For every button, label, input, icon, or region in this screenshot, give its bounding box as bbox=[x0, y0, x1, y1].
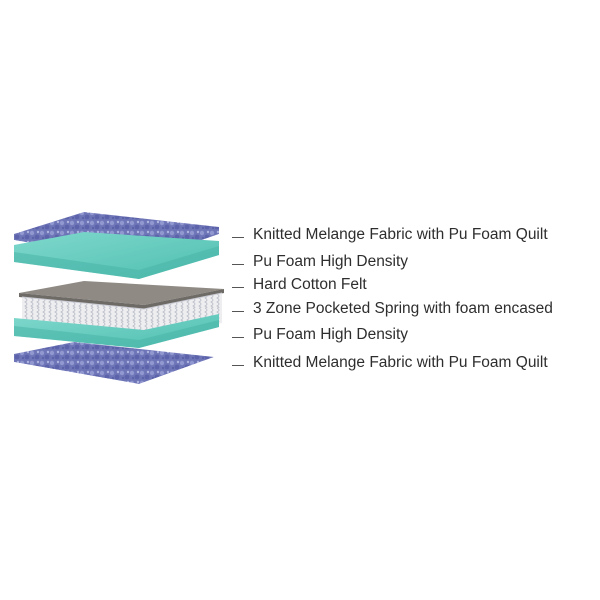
layer-label-text: Pu Foam High Density bbox=[253, 253, 409, 270]
layer-label-1: Knitted Melange Fabric with Pu Foam Quil… bbox=[232, 225, 548, 245]
layer-label-3: Hard Cotton Felt bbox=[232, 275, 367, 295]
layer-pu-foam-bottom bbox=[14, 314, 219, 348]
layer-label-6: Knitted Melange Fabric with Pu Foam Quil… bbox=[232, 353, 548, 373]
layer-label-text: Knitted Melange Fabric with Pu Foam Quil… bbox=[253, 226, 548, 243]
layer-label-4: 3 Zone Pocketed Spring with foam encased bbox=[232, 299, 553, 319]
layer-label-text: 3 Zone Pocketed Spring with foam encased bbox=[253, 300, 553, 317]
layer-label-text: Hard Cotton Felt bbox=[253, 276, 367, 293]
leader-dash bbox=[232, 310, 244, 312]
layer-cotton-felt bbox=[19, 281, 224, 309]
layer-label-2: Pu Foam High Density bbox=[232, 252, 408, 272]
layer-label-text: Knitted Melange Fabric with Pu Foam Quil… bbox=[253, 354, 548, 371]
leader-dash bbox=[232, 236, 244, 238]
layer-label-text: Pu Foam High Density bbox=[253, 326, 409, 343]
leader-dash bbox=[232, 364, 244, 366]
layer-pu-foam-top bbox=[14, 232, 219, 279]
leader-dash bbox=[232, 263, 244, 265]
leader-dash bbox=[232, 286, 244, 288]
leader-dash bbox=[232, 336, 244, 338]
layer-label-5: Pu Foam High Density bbox=[232, 325, 408, 345]
layer-bottom-fabric bbox=[14, 342, 214, 388]
